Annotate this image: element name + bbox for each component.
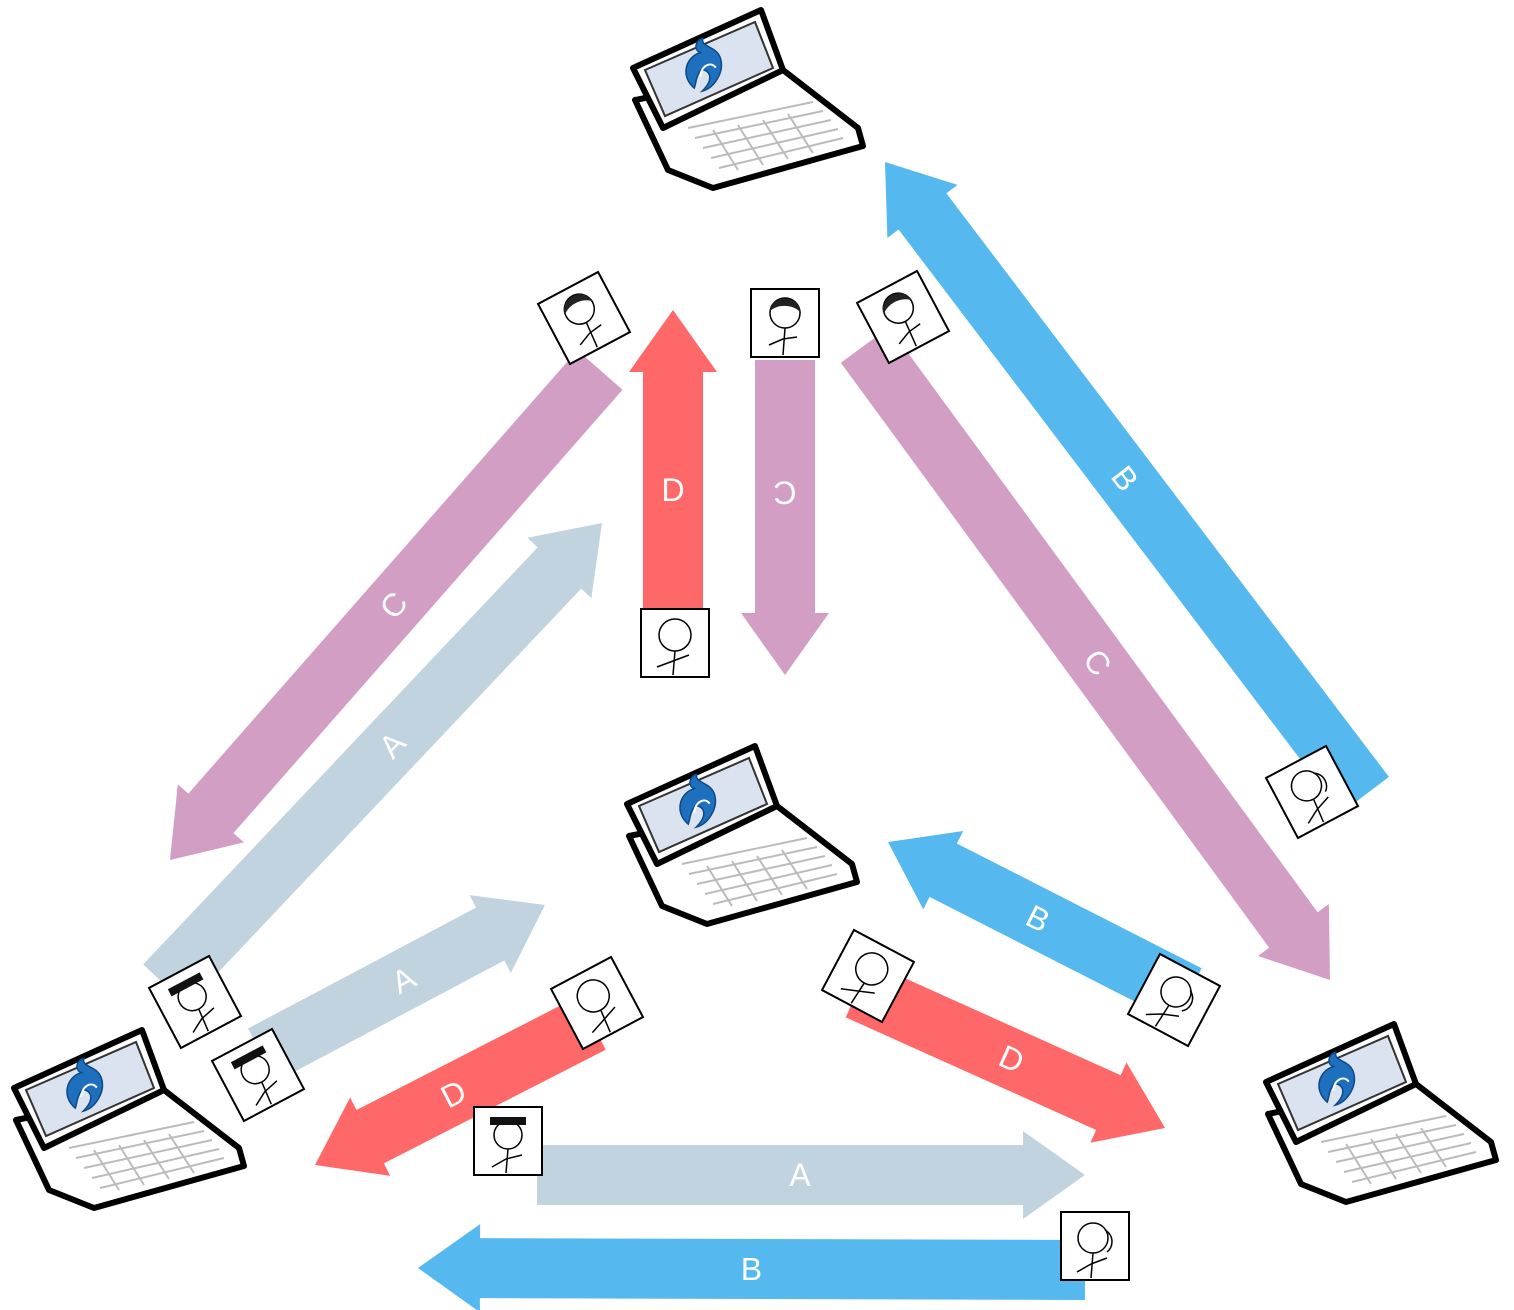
person-hat-icon — [473, 1106, 543, 1176]
laptop-icon — [14, 1030, 244, 1208]
arrow-stream-a: A — [247, 895, 545, 1082]
arrow-shape — [741, 360, 829, 675]
arrow-shape — [247, 895, 545, 1082]
arrow-shape — [845, 962, 1165, 1143]
arrow-shape — [143, 522, 603, 1006]
arrow-shape — [885, 162, 1389, 814]
person-pony-icon — [1060, 1211, 1130, 1281]
arrow-stream-d: D — [315, 996, 606, 1176]
stream-label: A — [789, 1157, 811, 1193]
person-hair-icon — [537, 271, 631, 365]
arrow-stream-b: B — [887, 830, 1202, 1022]
arrow-stream-c: C — [840, 327, 1330, 980]
arrow-shape — [629, 310, 717, 610]
stream-label: C — [773, 474, 796, 510]
person-hair-icon — [750, 288, 820, 358]
arrow-shape — [417, 1224, 1086, 1310]
arrow-shape — [840, 327, 1330, 980]
arrow-shape — [537, 1131, 1085, 1219]
arrow-shape — [170, 350, 623, 860]
arrow-stream-a: A — [143, 522, 603, 1006]
person-plain-icon — [640, 608, 710, 678]
arrow-stream-b: B — [417, 1224, 1086, 1310]
arrow-stream-d: D — [845, 962, 1165, 1143]
stream-label: D — [661, 472, 684, 508]
arrow-stream-b: B — [885, 162, 1389, 814]
stream-label: B — [741, 1251, 762, 1287]
arrow-stream-d: D — [629, 310, 717, 610]
arrow-stream-c: C — [170, 350, 623, 860]
arrow-stream-a: A — [537, 1131, 1085, 1219]
laptop-icon — [627, 746, 857, 924]
laptop-icon — [633, 10, 863, 188]
arrow-shape — [315, 996, 606, 1176]
arrow-shape — [887, 830, 1202, 1022]
arrow-stream-c: C — [741, 360, 829, 675]
laptop-icon — [1266, 1024, 1496, 1202]
